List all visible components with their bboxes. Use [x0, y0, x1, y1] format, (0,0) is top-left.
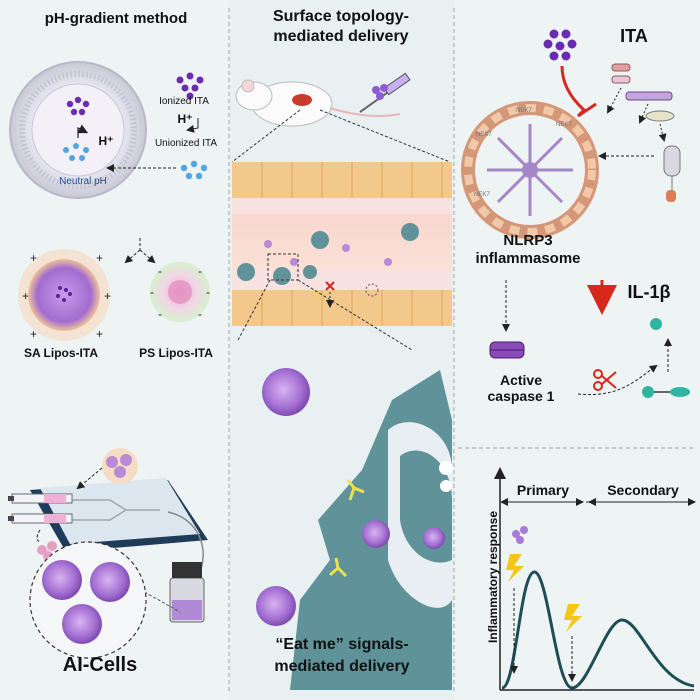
split-arrows — [124, 238, 156, 264]
svg-text:+: + — [96, 251, 103, 265]
ps-lipos-label: PS Lipos-ITA — [139, 346, 213, 360]
blood-vessel — [232, 162, 452, 326]
svg-text:+: + — [22, 289, 29, 303]
ai-cells-label: AI-Cells — [62, 654, 138, 676]
ai-cells-approaching — [256, 368, 445, 626]
svg-text:-: - — [158, 264, 162, 278]
svg-text:+: + — [30, 251, 37, 265]
panel2-bottom-line2: mediated delivery — [274, 658, 410, 675]
svg-text:-: - — [158, 307, 162, 321]
svg-text:+: + — [104, 289, 111, 303]
sa-lipos-label: SA Lipos-ITA — [24, 346, 98, 360]
sa-liposome: + + + + + + — [18, 249, 111, 341]
il-1b-molecules — [642, 318, 690, 398]
ps-liposome: -- -- -- — [150, 262, 210, 322]
neutral-ph-label: Neutral pH — [59, 176, 107, 187]
ai-cells-zoom — [29, 541, 181, 659]
panel2-bottom-line1: “Eat me” signals- — [275, 636, 409, 653]
svg-text:+: + — [30, 327, 37, 341]
nlrp3-label-line2: inflammasome — [475, 250, 581, 267]
secondary-label: Secondary — [607, 482, 679, 498]
il-1b-label: IL-1β — [627, 282, 671, 302]
neutral-ita-dots-inside — [63, 143, 89, 161]
svg-text:-: - — [198, 264, 202, 278]
active-caspase-1 — [489, 341, 525, 359]
nlrp3-label-line1: NLRP3 — [503, 232, 553, 249]
unionized-ita-label: Unionized ITA — [154, 138, 218, 149]
svg-text:-: - — [206, 285, 210, 299]
caspase-label-line1: Active — [499, 372, 543, 388]
ita-dots — [543, 29, 577, 61]
caspase-label-line2: caspase 1 — [487, 388, 555, 404]
unionized-ita-dots-outside — [180, 160, 208, 180]
ionized-ita-dots-outside — [176, 72, 204, 100]
input-liposomes — [36, 448, 138, 561]
y-axis-label: Inflammatory response — [486, 510, 500, 644]
svg-text:NEK7: NEK7 — [474, 192, 490, 198]
svg-text:NEK7: NEK7 — [476, 132, 492, 138]
panel2-title-line2: mediated delivery — [273, 28, 409, 45]
h-plus-inside-label: H⁺ — [98, 134, 114, 148]
svg-text:NEK7: NEK7 — [516, 108, 532, 114]
svg-text:NEK7: NEK7 — [556, 122, 572, 128]
scissors-icon — [593, 369, 617, 391]
ionized-ita-dots-inside — [66, 96, 90, 116]
inflammatory-response-chart — [494, 467, 696, 691]
panel1-title: pH-gradient method — [44, 10, 188, 27]
ita-label: ITA — [620, 26, 648, 46]
h-plus-outside-label: H⁺ — [177, 112, 193, 126]
svg-text:+: + — [96, 327, 103, 341]
panel2-title-line1: Surface topology- — [272, 8, 409, 25]
microfluidic-chip — [8, 478, 208, 623]
mouse-illustration — [235, 72, 411, 127]
nlrp3-components — [598, 63, 681, 202]
svg-text:-: - — [198, 307, 202, 321]
svg-text:-: - — [150, 285, 154, 299]
primary-label: Primary — [516, 482, 570, 498]
ionized-ita-label: Ionized ITA — [159, 96, 209, 107]
